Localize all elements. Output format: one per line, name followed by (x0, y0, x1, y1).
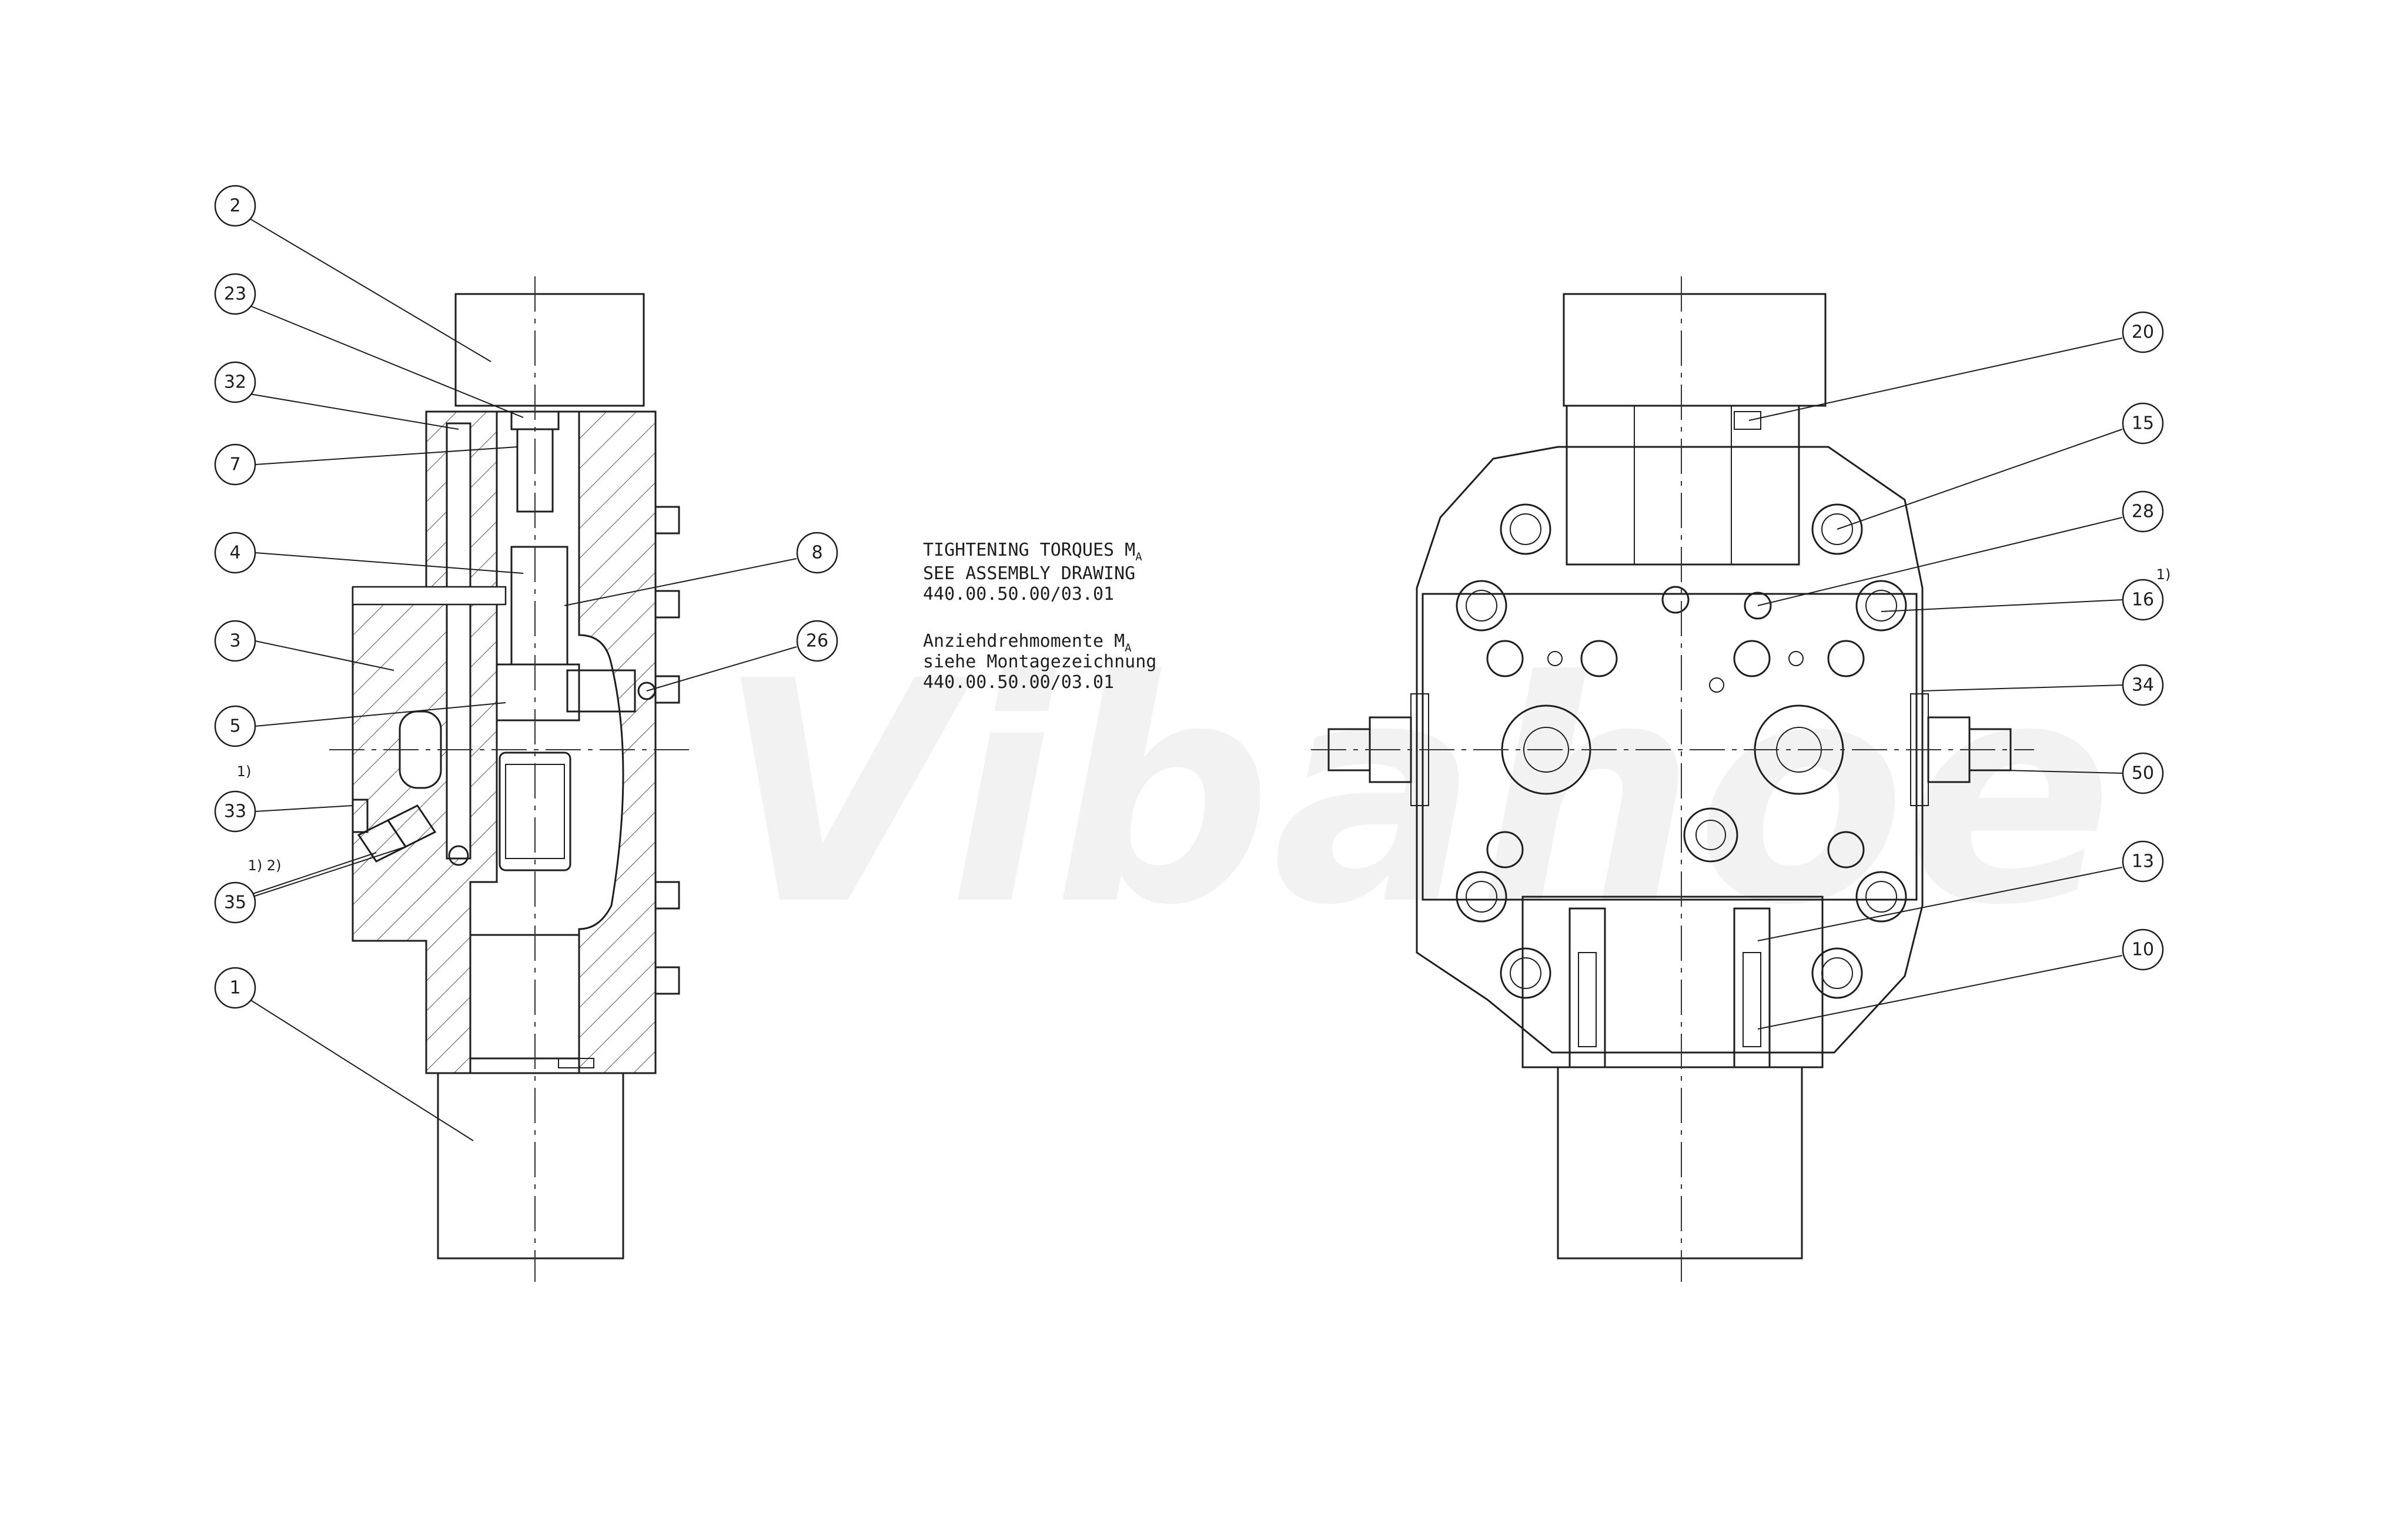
balloon-23: 23 (214, 273, 256, 315)
balloon-4: 4 (214, 532, 256, 574)
right-balloons: 20 15 28 1) 16 34 50 13 10 (1748, 311, 2171, 1030)
note-de-line1: Anziehdrehmomente M (923, 631, 1125, 652)
balloon-15: 15 (2122, 402, 2164, 445)
balloon-1: 1 (214, 967, 256, 1009)
svg-text:3: 3 (229, 631, 240, 652)
svg-text:28: 28 (2132, 502, 2154, 522)
right-front-view (1311, 276, 2034, 1282)
balloon-33: 33 (214, 790, 256, 833)
left-section-view (329, 276, 694, 1282)
footnote-33: 1) (237, 763, 252, 780)
svg-text:34: 34 (2132, 675, 2154, 696)
balloon-16: 16 (2122, 579, 2164, 621)
balloon-28: 28 (2122, 490, 2164, 533)
watermark-text: Vibahoe (717, 616, 2113, 972)
note-de-line2: siehe Montagezeichnung (923, 652, 1156, 672)
svg-text:16: 16 (2132, 590, 2154, 610)
balloon-13: 13 (2122, 840, 2164, 883)
svg-text:2: 2 (229, 196, 240, 216)
svg-text:15: 15 (2132, 413, 2154, 434)
svg-text:32: 32 (224, 372, 246, 393)
svg-text:Anziehdrehmomente MA: Anziehdrehmomente MA (923, 631, 1132, 654)
svg-text:4: 4 (229, 543, 240, 563)
balloon-50: 50 (2122, 752, 2164, 794)
svg-text:TIGHTENING TORQUES MA: TIGHTENING TORQUES MA (923, 540, 1142, 563)
svg-text:7: 7 (229, 455, 240, 475)
svg-text:26: 26 (806, 631, 828, 652)
left-balloons: 2 23 32 7 4 3 5 1) 33 1) 2) 35 1 8 26 (214, 185, 838, 1141)
balloon-8: 8 (796, 532, 838, 574)
balloon-3: 3 (214, 620, 256, 662)
balloon-34: 34 (2122, 664, 2164, 706)
balloon-10: 10 (2122, 928, 2164, 971)
svg-text:35: 35 (224, 893, 246, 913)
note-de-line3: 440.00.50.00/03.01 (923, 672, 1114, 693)
svg-text:1: 1 (229, 978, 240, 998)
balloon-20: 20 (2122, 311, 2164, 353)
svg-text:33: 33 (224, 801, 246, 822)
svg-text:13: 13 (2132, 851, 2154, 872)
footnote-35: 1) 2) (248, 857, 282, 874)
svg-text:23: 23 (224, 284, 246, 305)
footnote-16: 1) (2156, 566, 2171, 583)
svg-text:20: 20 (2132, 322, 2154, 343)
svg-text:8: 8 (811, 543, 822, 563)
balloon-7: 7 (214, 443, 256, 486)
balloon-26: 26 (796, 620, 838, 662)
balloon-2: 2 (214, 185, 256, 227)
svg-text:5: 5 (229, 716, 240, 737)
note-en-line1: TIGHTENING TORQUES M (923, 540, 1135, 560)
svg-text:10: 10 (2132, 940, 2154, 960)
note-en-line2: SEE ASSEMBLY DRAWING (923, 563, 1135, 584)
note-en-line3: 440.00.50.00/03.01 (923, 584, 1114, 604)
balloon-5: 5 (214, 705, 256, 747)
svg-text:50: 50 (2132, 763, 2154, 784)
balloon-35: 35 (214, 881, 256, 924)
balloon-32: 32 (214, 361, 256, 403)
torque-note: TIGHTENING TORQUES MA SEE ASSEMBLY DRAWI… (923, 540, 1156, 693)
